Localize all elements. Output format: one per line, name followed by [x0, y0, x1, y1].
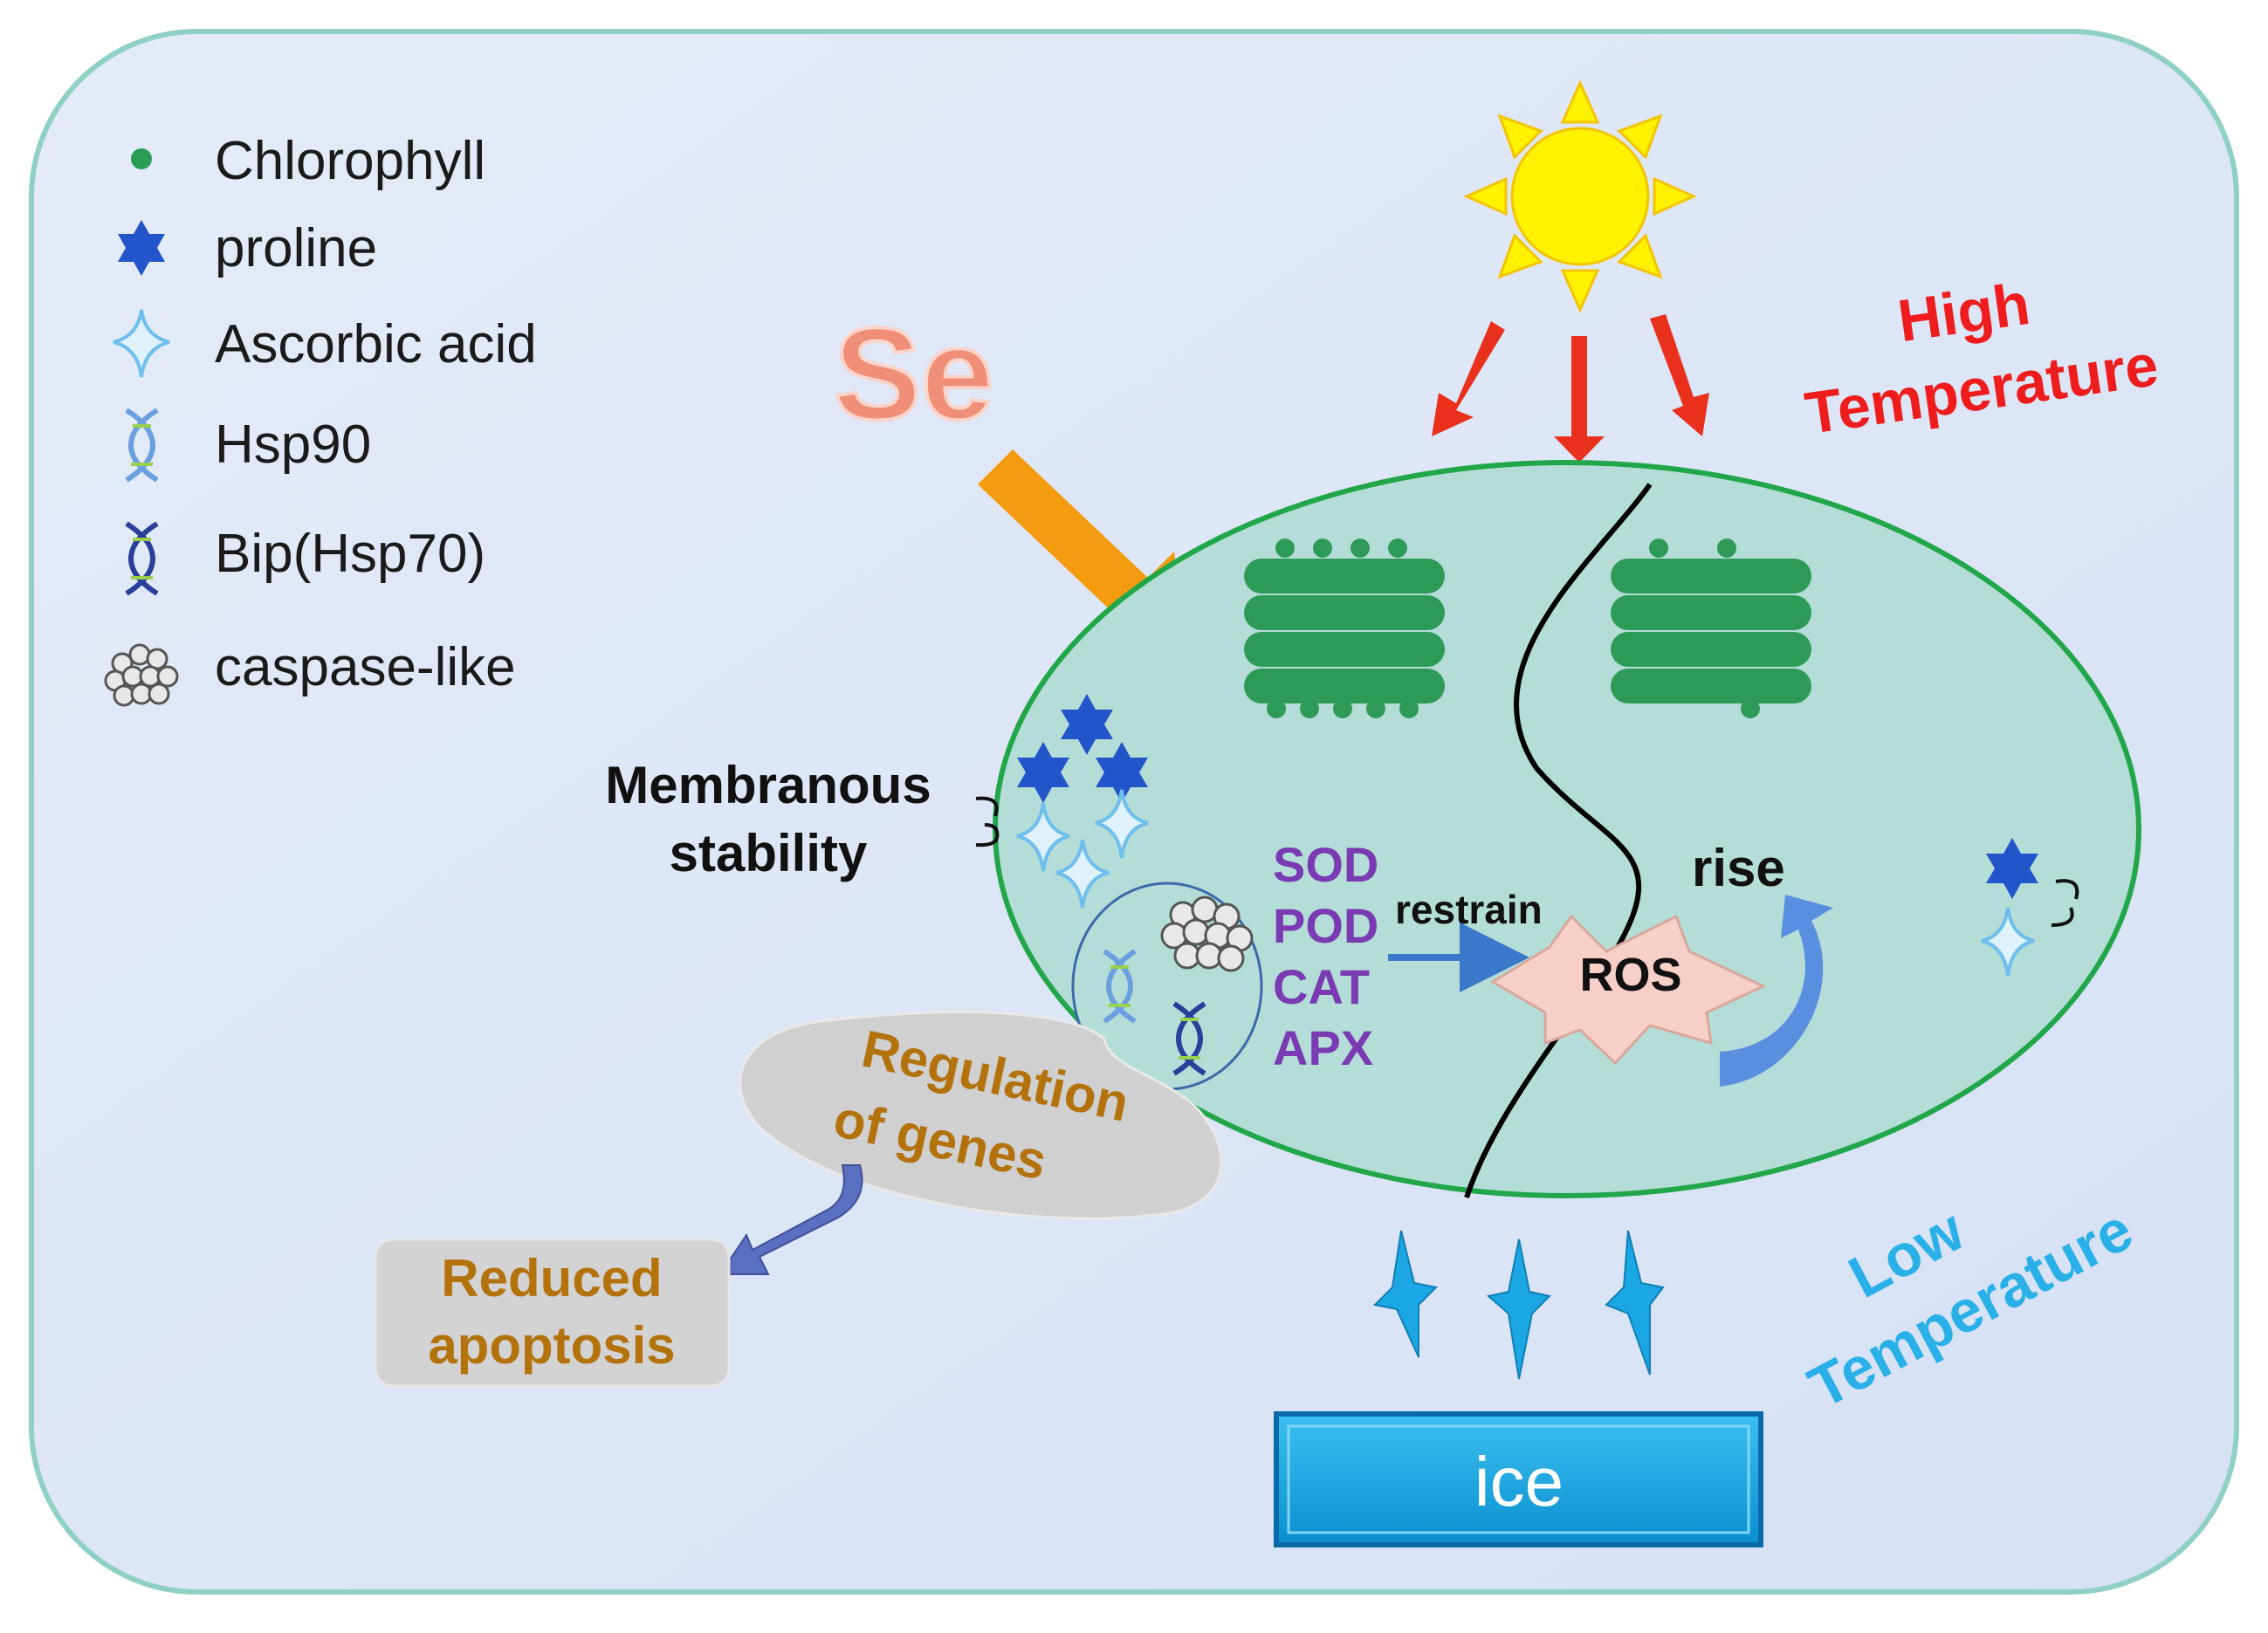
- rise-label: rise: [1692, 839, 1785, 897]
- restrain-label: restrain: [1395, 887, 1543, 932]
- nucleus-bip-icon: [1172, 1001, 1206, 1076]
- ros-burst: [1490, 914, 1767, 1066]
- chlorophyll-dot-icon: [131, 148, 152, 169]
- hsp90-dna-icon: [125, 408, 159, 483]
- legend-label-caspase: caspase-like: [215, 637, 516, 697]
- nucleus-hsp90-icon: [1103, 949, 1137, 1024]
- legend-label-bip: Bip(Hsp70): [215, 524, 485, 584]
- heat-arrows: [1432, 314, 1709, 463]
- membranous-stability-line2: stability: [670, 824, 868, 882]
- nucleus-caspase-icon: [1160, 895, 1254, 972]
- reduced-apoptosis-line2: apoptosis: [428, 1316, 675, 1375]
- membranous-stability-line1: Membranous: [605, 756, 931, 814]
- proline-stars: [1017, 694, 2038, 899]
- legend-label-ascorbic-acid: Ascorbic acid: [215, 314, 537, 374]
- legend: Chlorophyll proline Ascorbic acid Hsp90 …: [104, 131, 537, 707]
- enzyme-list: SOD POD CAT APX: [1273, 837, 1378, 1075]
- reduced-apoptosis-box: [374, 1238, 731, 1388]
- proline-star-icon: [118, 220, 165, 276]
- ice-block: [1274, 1411, 1763, 1547]
- cell-division-line: [1464, 483, 1653, 1198]
- ice-block-inner-edge: [1287, 1424, 1750, 1534]
- chloroplast-right: [1611, 539, 1811, 718]
- apoptosis-arrow: [718, 1164, 863, 1275]
- membrane-mark-left: [975, 796, 1000, 847]
- sun-icon: [1463, 79, 1697, 313]
- cold-arrows: [1372, 1230, 1665, 1380]
- enzyme-sod: SOD: [1273, 837, 1378, 892]
- enzyme-pod: POD: [1273, 898, 1378, 953]
- legend-label-chlorophyll: Chlorophyll: [215, 131, 485, 191]
- ice-label: ice: [1474, 1443, 1564, 1520]
- legend-label-hsp90: Hsp90: [215, 415, 371, 475]
- reduced-apoptosis-line1: Reduced: [441, 1249, 662, 1307]
- legend-label-proline: proline: [215, 218, 377, 278]
- enzyme-apx: APX: [1273, 1020, 1373, 1075]
- ascorbic-acid-sparkle-icon: [113, 309, 170, 378]
- membrane-mark-right: [2051, 879, 2079, 927]
- rise-arrow: [1720, 895, 1833, 1087]
- ascorbic-sparkles: [1016, 789, 2035, 977]
- se-label: Se: [834, 300, 993, 447]
- bip-dna-icon: [125, 521, 159, 596]
- chloroplast-left: [1244, 539, 1445, 718]
- enzyme-cat: CAT: [1273, 959, 1370, 1014]
- ros-label: ROS: [1579, 949, 1681, 1001]
- caspase-cluster-icon: [104, 643, 179, 707]
